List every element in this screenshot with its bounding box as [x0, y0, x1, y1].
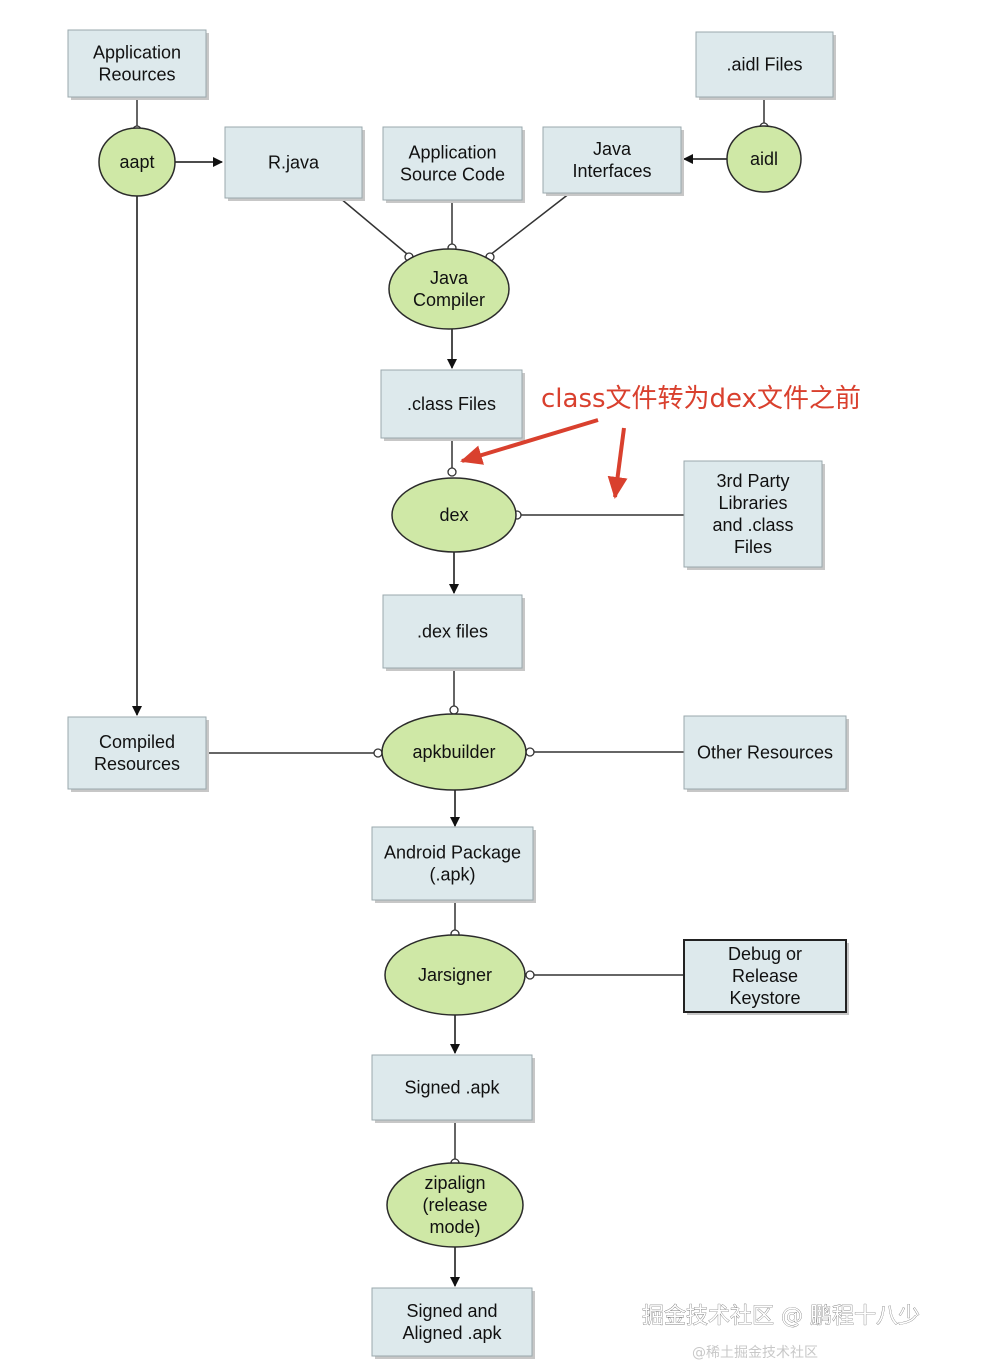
other-resources-label-line: Other Resources — [697, 743, 833, 763]
red-arrow-down — [607, 427, 628, 499]
port-apkbuilder-left — [373, 748, 383, 758]
java-interfaces-label-line: Java — [593, 139, 632, 159]
aapt-label-line: aapt — [119, 152, 154, 172]
box-frame — [683, 939, 847, 1013]
node-apkbuilder: apkbuilder — [381, 713, 527, 791]
node-jarsigner: Jarsigner — [384, 934, 526, 1016]
node-aidl: aidl — [726, 125, 802, 193]
zipalign-label-line: zipalign — [424, 1173, 485, 1193]
third-party-label-line: Libraries — [718, 493, 787, 513]
debug-keystore-label-line: Debug or — [728, 944, 802, 964]
port-dex-top — [447, 467, 457, 477]
node-ellipse — [381, 713, 527, 791]
box-signed-apk: Signed .apk — [371, 1054, 535, 1123]
signed-apk-label-line: Signed .apk — [404, 1078, 500, 1098]
red-arrow-left — [460, 418, 599, 465]
app-source-label-line: Application — [408, 143, 496, 163]
box-class-files: .class Files — [380, 369, 525, 441]
box-frame — [67, 29, 207, 98]
annotation-text: class文件转为dex文件之前 — [541, 384, 861, 414]
box-frame — [695, 31, 834, 98]
box-dex-files: .dex files — [382, 594, 525, 671]
aidl-label-line: aidl — [750, 149, 778, 169]
box-frame — [542, 126, 682, 194]
red-annotation: class文件转为dex文件之前 — [460, 384, 861, 499]
debug-keystore-label-line: Keystore — [729, 988, 800, 1008]
box-frame — [683, 460, 823, 568]
box-aidl-files: .aidl Files — [695, 31, 836, 100]
node-ellipse — [384, 934, 526, 1016]
port-apkbuilder-right — [525, 747, 535, 757]
java-compiler-label-line: Java — [430, 268, 469, 288]
box-frame — [380, 369, 523, 439]
compiled-resources-label-line: Resources — [94, 754, 180, 774]
class-files-label-line: .class Files — [407, 394, 496, 414]
android-package-label-line: Android Package — [384, 843, 521, 863]
node-ellipse — [386, 1162, 524, 1248]
dex-files-label-line: .dex files — [417, 622, 488, 642]
app-source-label-line: Source Code — [400, 165, 505, 185]
app-resources-label-line: Application — [93, 43, 181, 63]
r-java-label-line: R.java — [268, 153, 320, 173]
third-party-label-line: 3rd Party — [716, 471, 789, 491]
node-dex: dex — [391, 477, 517, 553]
watermark-sub: @稀土掘金技术社区 — [692, 1345, 818, 1360]
aidl-files-label-line: .aidl Files — [726, 55, 802, 75]
dex-label-line: dex — [439, 505, 468, 525]
box-frame — [371, 1287, 533, 1357]
port-jarsigner-right — [525, 970, 535, 980]
box-frame — [382, 594, 523, 669]
third-party-label-line: and .class — [712, 515, 793, 535]
box-frame — [382, 126, 523, 201]
android-package-label-line: (.apk) — [429, 865, 475, 885]
zipalign-label-line: mode) — [429, 1217, 480, 1237]
node-ellipse — [391, 477, 517, 553]
box-other-resources: Other Resources — [683, 715, 849, 792]
watermark-main: 掘金技术社区 @ 鹏程十八少 — [642, 1304, 920, 1329]
box-frame — [683, 715, 847, 790]
signed-aligned-label-line: Signed and — [406, 1301, 497, 1321]
java-interfaces-label-line: Interfaces — [572, 161, 651, 181]
edge-interfaces-compiler — [489, 192, 571, 256]
node-aapt: aapt — [98, 127, 176, 197]
box-frame — [67, 716, 207, 790]
box-r-java: R.java — [224, 126, 365, 201]
box-android-package: Android Package(.apk) — [371, 826, 536, 903]
box-frame — [371, 1054, 533, 1121]
jarsigner-label-line: Jarsigner — [418, 965, 492, 985]
app-resources-label-line: Reources — [98, 65, 175, 85]
port-apkbuilder-top — [449, 705, 459, 715]
node-ellipse — [388, 248, 510, 330]
edge-rjava-compiler — [339, 197, 408, 255]
box-frame — [371, 826, 534, 901]
node-ellipse — [726, 125, 802, 193]
debug-keystore-label-line: Release — [732, 966, 798, 986]
compiled-resources-label-line: Compiled — [99, 732, 175, 752]
node-ellipse — [98, 127, 176, 197]
watermarks: 掘金技术社区 @ 鹏程十八少 @稀土掘金技术社区 — [642, 1304, 921, 1360]
zipalign-label-line: (release — [422, 1195, 487, 1215]
third-party-label-line: Files — [734, 537, 772, 557]
java-compiler-label-line: Compiler — [413, 290, 485, 310]
signed-aligned-label-line: Aligned .apk — [402, 1323, 502, 1343]
apkbuilder-label-line: apkbuilder — [412, 742, 495, 762]
box-frame — [224, 126, 363, 199]
